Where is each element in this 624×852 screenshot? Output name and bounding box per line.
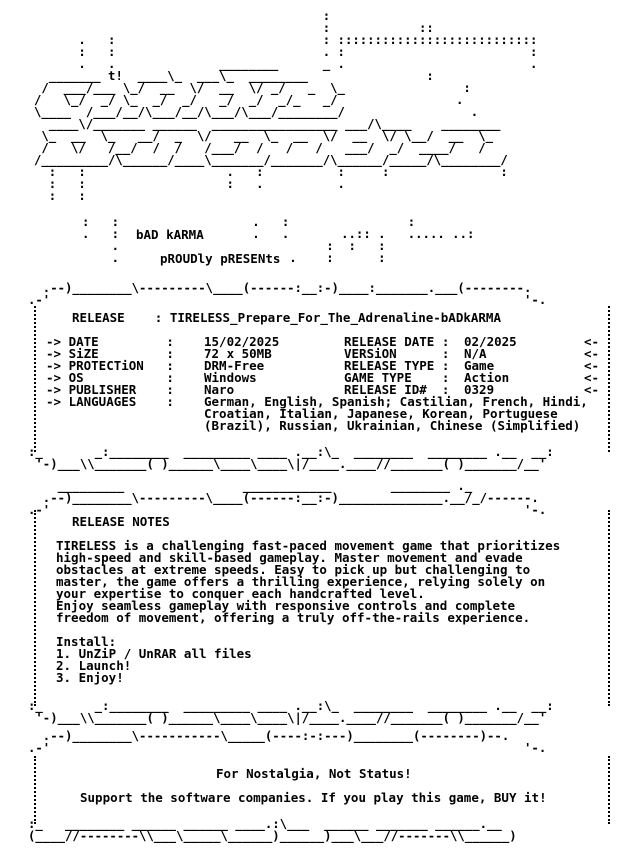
release-box-right-edge xyxy=(608,306,612,452)
presents-text: pROUDly pRESENts xyxy=(160,251,281,266)
languages-line: (Brazil), Russian, Ukrainian, Chinese (S… xyxy=(204,418,581,433)
release-row-value: Windows xyxy=(204,370,257,385)
install-heading: Install: xyxy=(56,634,117,649)
release-row-arrow: <- xyxy=(584,334,600,349)
notes-box-left-edge xyxy=(34,510,38,706)
release-row-label2: GAME TYPE : xyxy=(344,370,450,385)
languages-line: German, English, Spanish; Castilian, Fre… xyxy=(204,394,588,409)
notes-box-bottom-border: :_ _:________ _________ ____ .__:\_ ____… xyxy=(28,699,554,725)
release-row-value: 72 x 50MB xyxy=(204,346,272,361)
release-box-left-edge xyxy=(34,306,38,452)
release-row-value2: 0329 xyxy=(464,382,495,397)
release-row-value2: Game xyxy=(464,358,495,373)
languages-line: Croatian, Italian, Japanese, Korean, Por… xyxy=(204,406,558,421)
release-name: TIRELESS_Prepare_For_The_Adrenaline-bADk… xyxy=(169,310,501,325)
footer-box-right-edge xyxy=(608,756,612,824)
footer-motto: For Nostalgia, Not Status! xyxy=(216,766,412,781)
release-row-label2: RELEASE ID# : xyxy=(344,382,450,397)
release-row-value2: N/A xyxy=(464,346,487,361)
install-step: 2. Launch! xyxy=(56,658,132,673)
notes-line: master, the game offers a thrilling expe… xyxy=(56,574,546,589)
release-row-value: DRM-Free xyxy=(204,358,265,373)
release-row-value: Naro xyxy=(204,382,235,397)
footer-box-left-edge xyxy=(34,756,38,824)
release-box-bottom-border: :_ _:________ _________ ____ .__:\_ ____… xyxy=(28,445,554,471)
release-row-label2: RELEASE TYPE : xyxy=(344,358,450,373)
release-heading: RELEASE : TIRELESS_Prepare_For_The_Adren… xyxy=(72,310,501,325)
release-heading-label: RELEASE : xyxy=(72,310,163,325)
release-row-label: -> SiZE : xyxy=(46,346,174,361)
notes-line: TIRELESS is a challenging fast-paced mov… xyxy=(56,538,561,553)
release-row-value2: Action xyxy=(464,370,510,385)
logo-tag: t! xyxy=(108,69,123,83)
notes-line: high-speed and skill-based gameplay. Mas… xyxy=(56,550,523,565)
release-row-value2: 02/2025 xyxy=(464,334,517,349)
footer-box-bottom-border: :_ ________ ______ ______ ____.:\___ ___… xyxy=(28,817,517,843)
notes-line: freedom of movement, offering a truly of… xyxy=(56,610,531,625)
release-box-top-border: .--)________\---------\____(------:__:-)… xyxy=(28,281,547,307)
release-row-arrow: <- xyxy=(584,382,600,397)
release-row-arrow: <- xyxy=(584,346,600,361)
release-row-label2: VERSiON : xyxy=(344,346,450,361)
notes-line: Enjoy seamless gameplay with responsive … xyxy=(56,598,516,613)
notes-heading: RELEASE NOTES xyxy=(72,514,170,529)
install-step: 1. UnZiP / UnRAR all files xyxy=(56,646,252,661)
release-row-label: -> OS : xyxy=(46,370,174,385)
notes-box-right-edge xyxy=(608,510,612,706)
release-row-arrow: <- xyxy=(584,358,600,373)
install-step: 3. Enjoy! xyxy=(56,670,124,685)
release-row-label: -> DATE : xyxy=(46,334,174,349)
notes-line: obstacles at extreme speeds. Easy to pic… xyxy=(56,562,531,577)
release-row-arrow: <- xyxy=(584,370,600,385)
footer-box-top-border: .--)________\-----------\_____(----:-:--… xyxy=(28,729,547,755)
ascii-dots: : : . : : . : . . ..:: . ..... ..: . : :… xyxy=(82,215,475,265)
release-row-label: -> PROTECTiON : xyxy=(46,358,174,373)
ascii-logo-art: : : :: . : : :::::::::::::::::::::::::::… xyxy=(34,9,538,203)
group-name: bAD kARMA xyxy=(136,227,204,242)
release-row-label: -> PUBLISHER : xyxy=(46,382,174,397)
notes-box-top-border: _________ ____________ ________ ._ .--)_… xyxy=(28,479,547,517)
languages-label: -> LANGUAGES : xyxy=(46,394,174,409)
release-row-label2: RELEASE DATE : xyxy=(344,334,450,349)
release-row-value: 15/02/2025 xyxy=(204,334,280,349)
notes-line: your expertise to conquer each handcraft… xyxy=(56,586,425,601)
footer-support: Support the software companies. If you p… xyxy=(80,790,547,805)
